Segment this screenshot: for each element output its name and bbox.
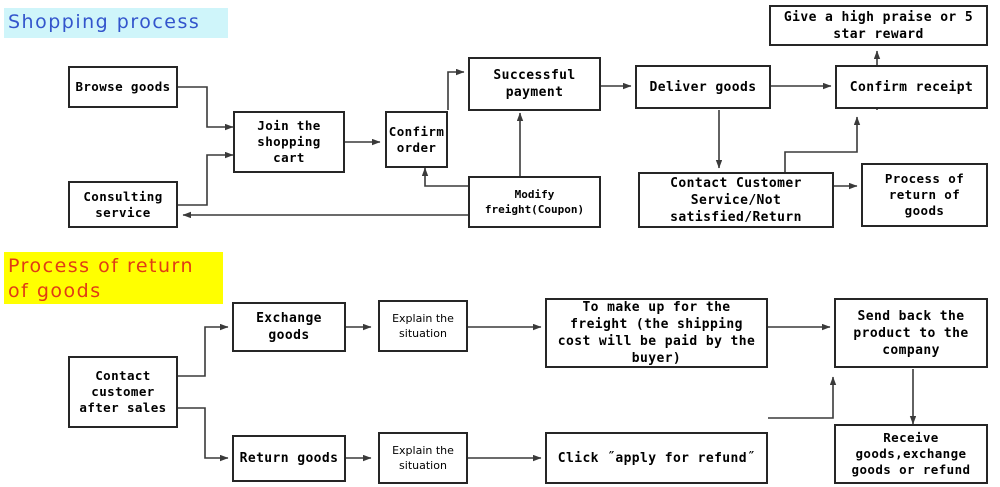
node-confirm-order[interactable]: Confirm order [385, 111, 448, 168]
node-click-apply-refund[interactable]: Click ˝apply for refund˝ [545, 432, 768, 484]
node-explain-situation-bottom[interactable]: Explain the situation [378, 432, 468, 484]
node-contact-customer-after-sales[interactable]: Contact customer after sales [68, 356, 178, 428]
node-confirm-receipt[interactable]: Confirm receipt [835, 65, 988, 109]
node-join-shopping-cart[interactable]: Join the shopping cart [233, 111, 345, 173]
section-heading-shopping-process: Shopping process [4, 8, 228, 38]
node-consulting-service[interactable]: Consulting service [68, 181, 178, 228]
node-give-high-praise[interactable]: Give a high praise or 5 star reward [769, 5, 988, 46]
node-contact-customer-service[interactable]: Contact Customer Service/Not satisfied/R… [638, 172, 834, 228]
node-explain-situation-top[interactable]: Explain the situation [378, 300, 468, 352]
node-exchange-goods[interactable]: Exchange goods [232, 302, 346, 352]
node-make-up-freight[interactable]: To make up for the freight (the shipping… [545, 298, 768, 368]
section-heading-return-process: Process of return of goods [4, 252, 223, 304]
node-deliver-goods[interactable]: Deliver goods [635, 65, 771, 109]
node-send-back-product[interactable]: Send back the product to the company [834, 298, 988, 368]
node-successful-payment[interactable]: Successful payment [468, 57, 601, 111]
node-browse-goods[interactable]: Browse goods [68, 66, 178, 108]
node-modify-freight[interactable]: Modify freight(Coupon) [468, 176, 601, 228]
node-receive-goods[interactable]: Receive goods,exchange goods or refund [834, 424, 988, 484]
node-return-goods[interactable]: Return goods [232, 435, 346, 482]
node-process-of-return[interactable]: Process of return of goods [861, 163, 988, 227]
